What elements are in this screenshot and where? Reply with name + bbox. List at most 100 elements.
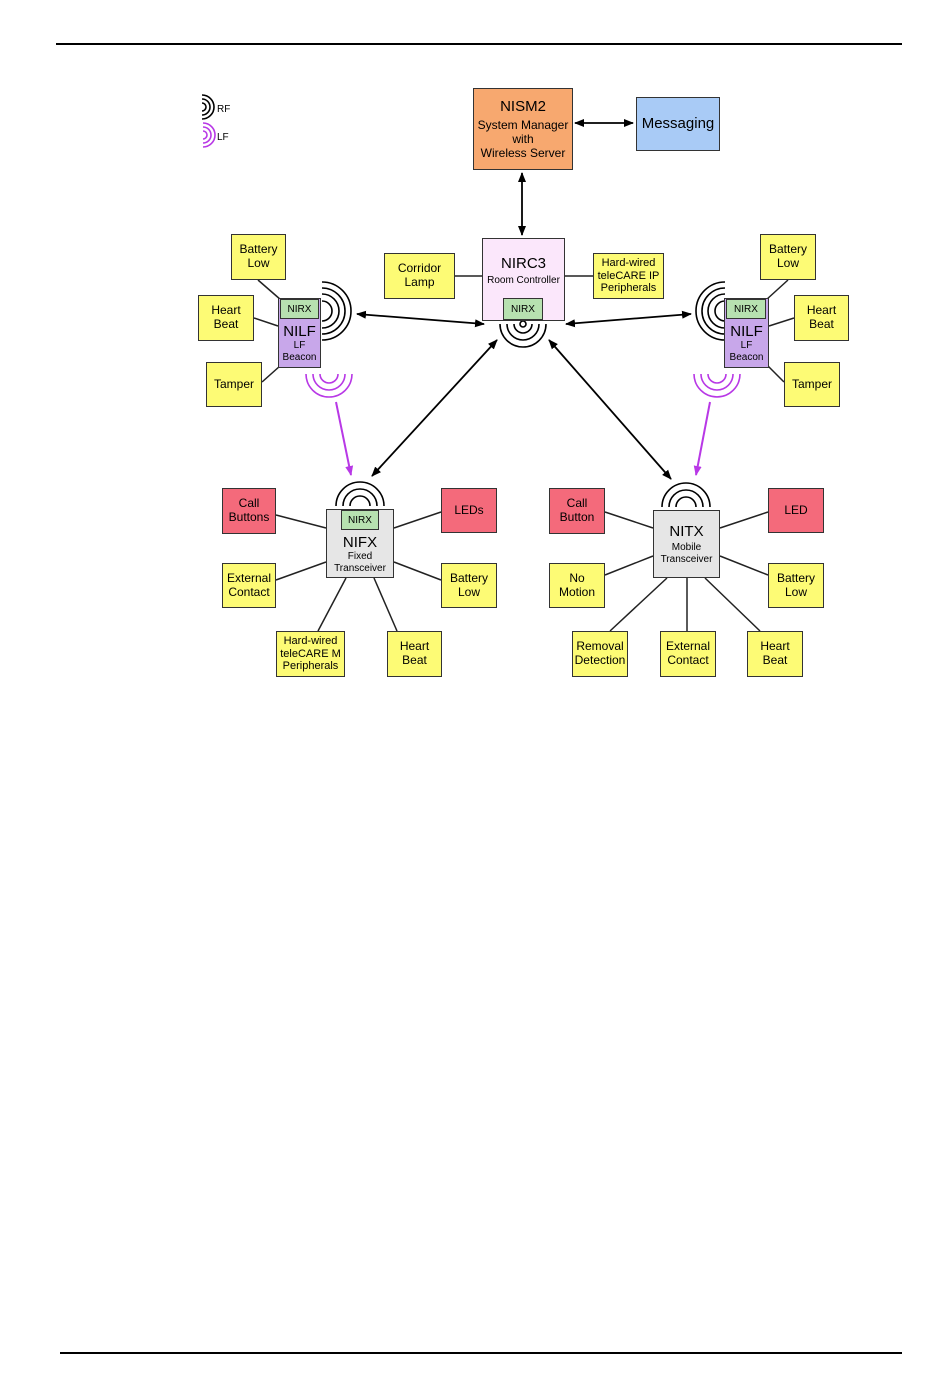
hardwired-ip-line2: teleCARE IP bbox=[597, 269, 660, 282]
nifx-external-contact: External Contact bbox=[222, 563, 276, 608]
nifx-battery-line1: Battery bbox=[449, 570, 488, 585]
nitx-call-line1: Call bbox=[566, 496, 588, 511]
nifx-antenna-icon bbox=[335, 481, 385, 507]
nifx-leds-label: LEDs bbox=[454, 502, 484, 517]
nitx-antenna-icon bbox=[661, 482, 711, 508]
nitx-heart-line1: Heart bbox=[760, 639, 790, 654]
footer-rule bbox=[60, 1352, 902, 1354]
nilf-right-lf-icon bbox=[693, 373, 741, 398]
nifx-external-line2: Contact bbox=[228, 584, 270, 599]
nirc3-antenna-icon bbox=[499, 320, 547, 348]
nitx-mobile-transceiver: NITX Mobile Transceiver bbox=[653, 510, 720, 578]
peripheral-links bbox=[253, 275, 795, 632]
nism2-system-manager: NISM2 System Manager with Wireless Serve… bbox=[473, 88, 573, 170]
nifx-nirx-module: NIRX bbox=[341, 510, 379, 530]
nilf-right-title: NILF bbox=[730, 323, 763, 340]
nitx-heart-beat: Heart Beat bbox=[747, 631, 803, 677]
rf-legend-icon bbox=[201, 94, 215, 120]
nitx-battery-line2: Low bbox=[784, 584, 807, 599]
nitx-line1: Mobile bbox=[671, 542, 702, 554]
legend-lf-label: LF bbox=[217, 132, 229, 143]
nilf-right-battery-line1: Battery bbox=[768, 242, 807, 257]
nitx-nomotion-line1: No bbox=[569, 570, 585, 585]
nitx-removal-line2: Detection bbox=[574, 653, 626, 667]
nilf-left-lf-icon bbox=[305, 373, 353, 398]
nifx-battery-low: Battery Low bbox=[441, 563, 497, 608]
nilf-right-antenna-icon bbox=[695, 281, 726, 341]
nifx-hardwired-peripherals: Hard-wired teleCARE M Peripherals bbox=[276, 631, 345, 677]
hardwired-ip-line1: Hard-wired bbox=[601, 257, 656, 270]
nitx-led: LED bbox=[768, 488, 824, 533]
nifx-hardwired-line3: Peripherals bbox=[282, 660, 339, 673]
messaging-label: Messaging bbox=[641, 115, 715, 133]
hardwired-ip-line3: Peripherals bbox=[600, 282, 657, 295]
nifx-line2: Transceiver bbox=[334, 562, 386, 574]
nism2-line1: System Manager bbox=[477, 117, 569, 132]
corridor-lamp-line1: Corridor bbox=[397, 261, 442, 276]
nitx-call-line2: Button bbox=[559, 510, 595, 524]
nism2-line2: with bbox=[512, 131, 534, 146]
nism2-line3: Wireless Server bbox=[480, 145, 566, 160]
nilf-left-tamper: Tamper bbox=[206, 362, 262, 407]
nirc3-title: NIRC3 bbox=[500, 255, 546, 272]
legend-rf-label: RF bbox=[217, 104, 231, 115]
nirc3-subtitle: Room Controller bbox=[487, 275, 560, 287]
nilf-left-heart-line1: Heart bbox=[211, 303, 241, 318]
nifx-hardwired-line2: teleCARE M bbox=[280, 647, 341, 660]
nifx-battery-line2: Low bbox=[457, 584, 480, 599]
nifx-fixed-transceiver: NIFX Fixed Transceiver bbox=[326, 509, 394, 578]
nilf-left-nirx-module: NIRX bbox=[280, 299, 319, 319]
corridor-lamp-line2: Lamp bbox=[404, 275, 435, 289]
lf-link-arrows bbox=[335, 401, 711, 476]
header-rule bbox=[56, 43, 902, 45]
nilf-left-line2: Beacon bbox=[282, 351, 317, 363]
nitx-call-button: Call Button bbox=[549, 488, 605, 534]
nilf-right-tamper-label: Tamper bbox=[791, 376, 832, 391]
nifx-call-buttons: Call Buttons bbox=[222, 488, 276, 534]
lf-legend-icon bbox=[202, 122, 216, 148]
nifx-heart-line1: Heart bbox=[399, 639, 430, 654]
nitx-nomotion-line2: Motion bbox=[558, 584, 596, 599]
nitx-removal-line1: Removal bbox=[576, 639, 624, 654]
nilf-right-heart-line1: Heart bbox=[806, 303, 837, 318]
nitx-title: NITX bbox=[669, 523, 704, 540]
nilf-left-title: NILF bbox=[283, 323, 316, 340]
nilf-left-battery-line1: Battery bbox=[239, 242, 278, 257]
nifx-leds: LEDs bbox=[441, 488, 497, 533]
nilf-right-battery-low: Battery Low bbox=[760, 234, 816, 280]
nilf-right-battery-line2: Low bbox=[776, 256, 799, 270]
nilf-right-line1: LF bbox=[740, 340, 753, 352]
nitx-led-label: LED bbox=[784, 502, 808, 517]
nifx-heart-line2: Beat bbox=[402, 653, 427, 667]
nitx-line2: Transceiver bbox=[660, 553, 713, 565]
messaging-box: Messaging bbox=[636, 97, 720, 151]
nitx-removal-detection: Removal Detection bbox=[572, 631, 628, 677]
nifx-call-line2: Buttons bbox=[228, 510, 270, 524]
hardwired-ip-peripherals: Hard-wired teleCARE IP Peripherals bbox=[593, 253, 664, 299]
nilf-right-tamper: Tamper bbox=[784, 362, 840, 407]
nilf-right-line2: Beacon bbox=[729, 351, 764, 363]
nitx-battery-low: Battery Low bbox=[768, 563, 824, 608]
nilf-left-battery-low: Battery Low bbox=[231, 234, 286, 280]
nifx-heart-beat: Heart Beat bbox=[387, 631, 442, 677]
nitx-heart-line2: Beat bbox=[762, 653, 788, 667]
nitx-no-motion: No Motion bbox=[549, 563, 605, 608]
nitx-external-contact: External Contact bbox=[660, 631, 716, 677]
nifx-external-line1: External bbox=[226, 570, 272, 585]
corridor-lamp: Corridor Lamp bbox=[384, 253, 455, 299]
nilf-left-tamper-label: Tamper bbox=[213, 376, 254, 391]
rf-link-arrows bbox=[356, 119, 692, 480]
nism2-title: NISM2 bbox=[500, 97, 546, 115]
nilf-right-heart-beat: Heart Beat bbox=[794, 295, 849, 341]
nitx-external-line2: Contact bbox=[667, 653, 709, 667]
nilf-left-beacon: NILF LF Beacon bbox=[278, 298, 321, 368]
nitx-battery-line1: Battery bbox=[776, 570, 815, 585]
nilf-left-line1: LF bbox=[293, 340, 306, 352]
nilf-right-nirx-module: NIRX bbox=[726, 299, 766, 319]
nitx-external-line1: External bbox=[665, 639, 711, 654]
nilf-left-antenna-icon bbox=[321, 281, 352, 341]
nilf-right-heart-line2: Beat bbox=[809, 317, 834, 331]
nilf-left-heart-beat: Heart Beat bbox=[198, 295, 254, 341]
nirc3-nirx-module: NIRX bbox=[503, 298, 543, 320]
